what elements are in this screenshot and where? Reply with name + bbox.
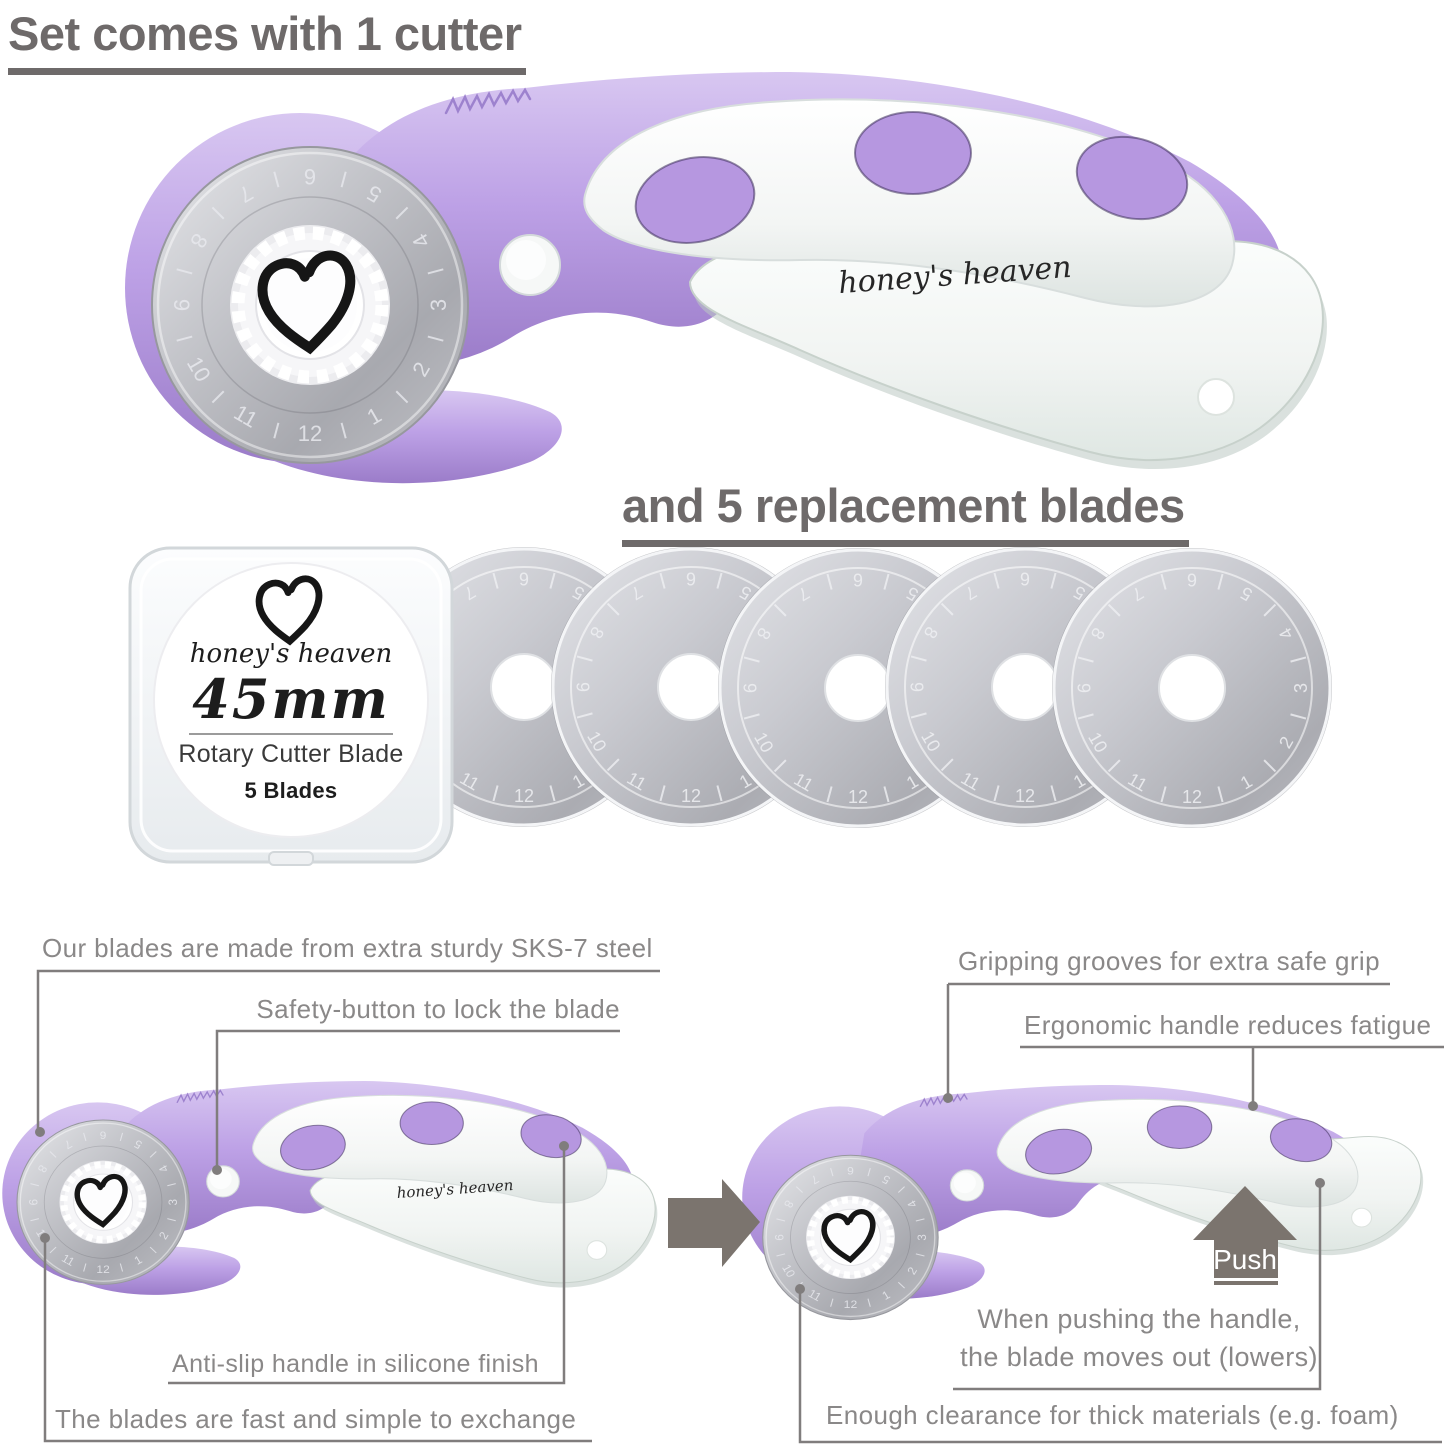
case-label-divider <box>189 733 393 735</box>
callout-line-safety <box>215 1029 620 1166</box>
case-brand: honey's heaven <box>189 639 393 669</box>
callout-exchange: The blades are fast and simple to exchan… <box>55 1404 577 1434</box>
callout-push-note-line2: the blade moves out (lowers) <box>960 1342 1318 1373</box>
callout-line-push <box>953 1183 1322 1391</box>
case-size: 45mm <box>192 667 390 731</box>
push-arrow-icon <box>1193 1186 1297 1285</box>
callout-lines <box>36 969 1444 1444</box>
callout-safety: Safety-button to lock the blade <box>256 994 620 1024</box>
callout-grooves: Gripping grooves for extra safe grip <box>958 946 1380 976</box>
callout-line-grooves <box>946 982 1390 1096</box>
transition-arrow-icon <box>668 1179 760 1267</box>
heading-top: Set comes with 1 cutter <box>8 6 526 75</box>
heading-middle: and 5 replacement blades <box>622 478 1189 547</box>
callout-push-note: When pushing the handle, the blade moves… <box>950 1300 1328 1377</box>
case-product: Rotary Cutter Blade <box>178 740 404 768</box>
callout-sks7: Our blades are made from extra sturdy SK… <box>42 933 653 963</box>
main-cutter <box>125 72 1327 483</box>
blade-case <box>128 546 454 866</box>
callout-line-clearance <box>798 1289 1442 1444</box>
replacement-blades-row <box>383 546 1333 829</box>
case-label-text: honey's heaven 45mm Rotary Cutter Blade … <box>166 640 416 804</box>
case-label <box>153 562 429 838</box>
callout-line-ergonomic <box>1020 1045 1444 1104</box>
callout-clearance: Enough clearance for thick materials (e.… <box>826 1400 1399 1430</box>
left-cutter <box>2 1081 657 1295</box>
callout-push-note-line1: When pushing the handle, <box>977 1304 1301 1334</box>
callout-antislip: Anti-slip handle in silicone finish <box>172 1350 539 1378</box>
case-count: 5 Blades <box>244 778 338 803</box>
callout-line-exchange <box>43 1238 592 1443</box>
replacement-blade-5 <box>1051 547 1333 829</box>
push-label: Push <box>1210 1244 1280 1281</box>
case-latch <box>268 851 314 866</box>
push-label-wrap: Push <box>1190 1244 1300 1281</box>
callout-line-antislip <box>168 1146 566 1385</box>
callout-dots <box>35 1093 1325 1294</box>
callout-ergonomic: Ergonomic handle reduces fatigue <box>1024 1010 1432 1040</box>
callout-line-sks7 <box>36 969 660 1130</box>
